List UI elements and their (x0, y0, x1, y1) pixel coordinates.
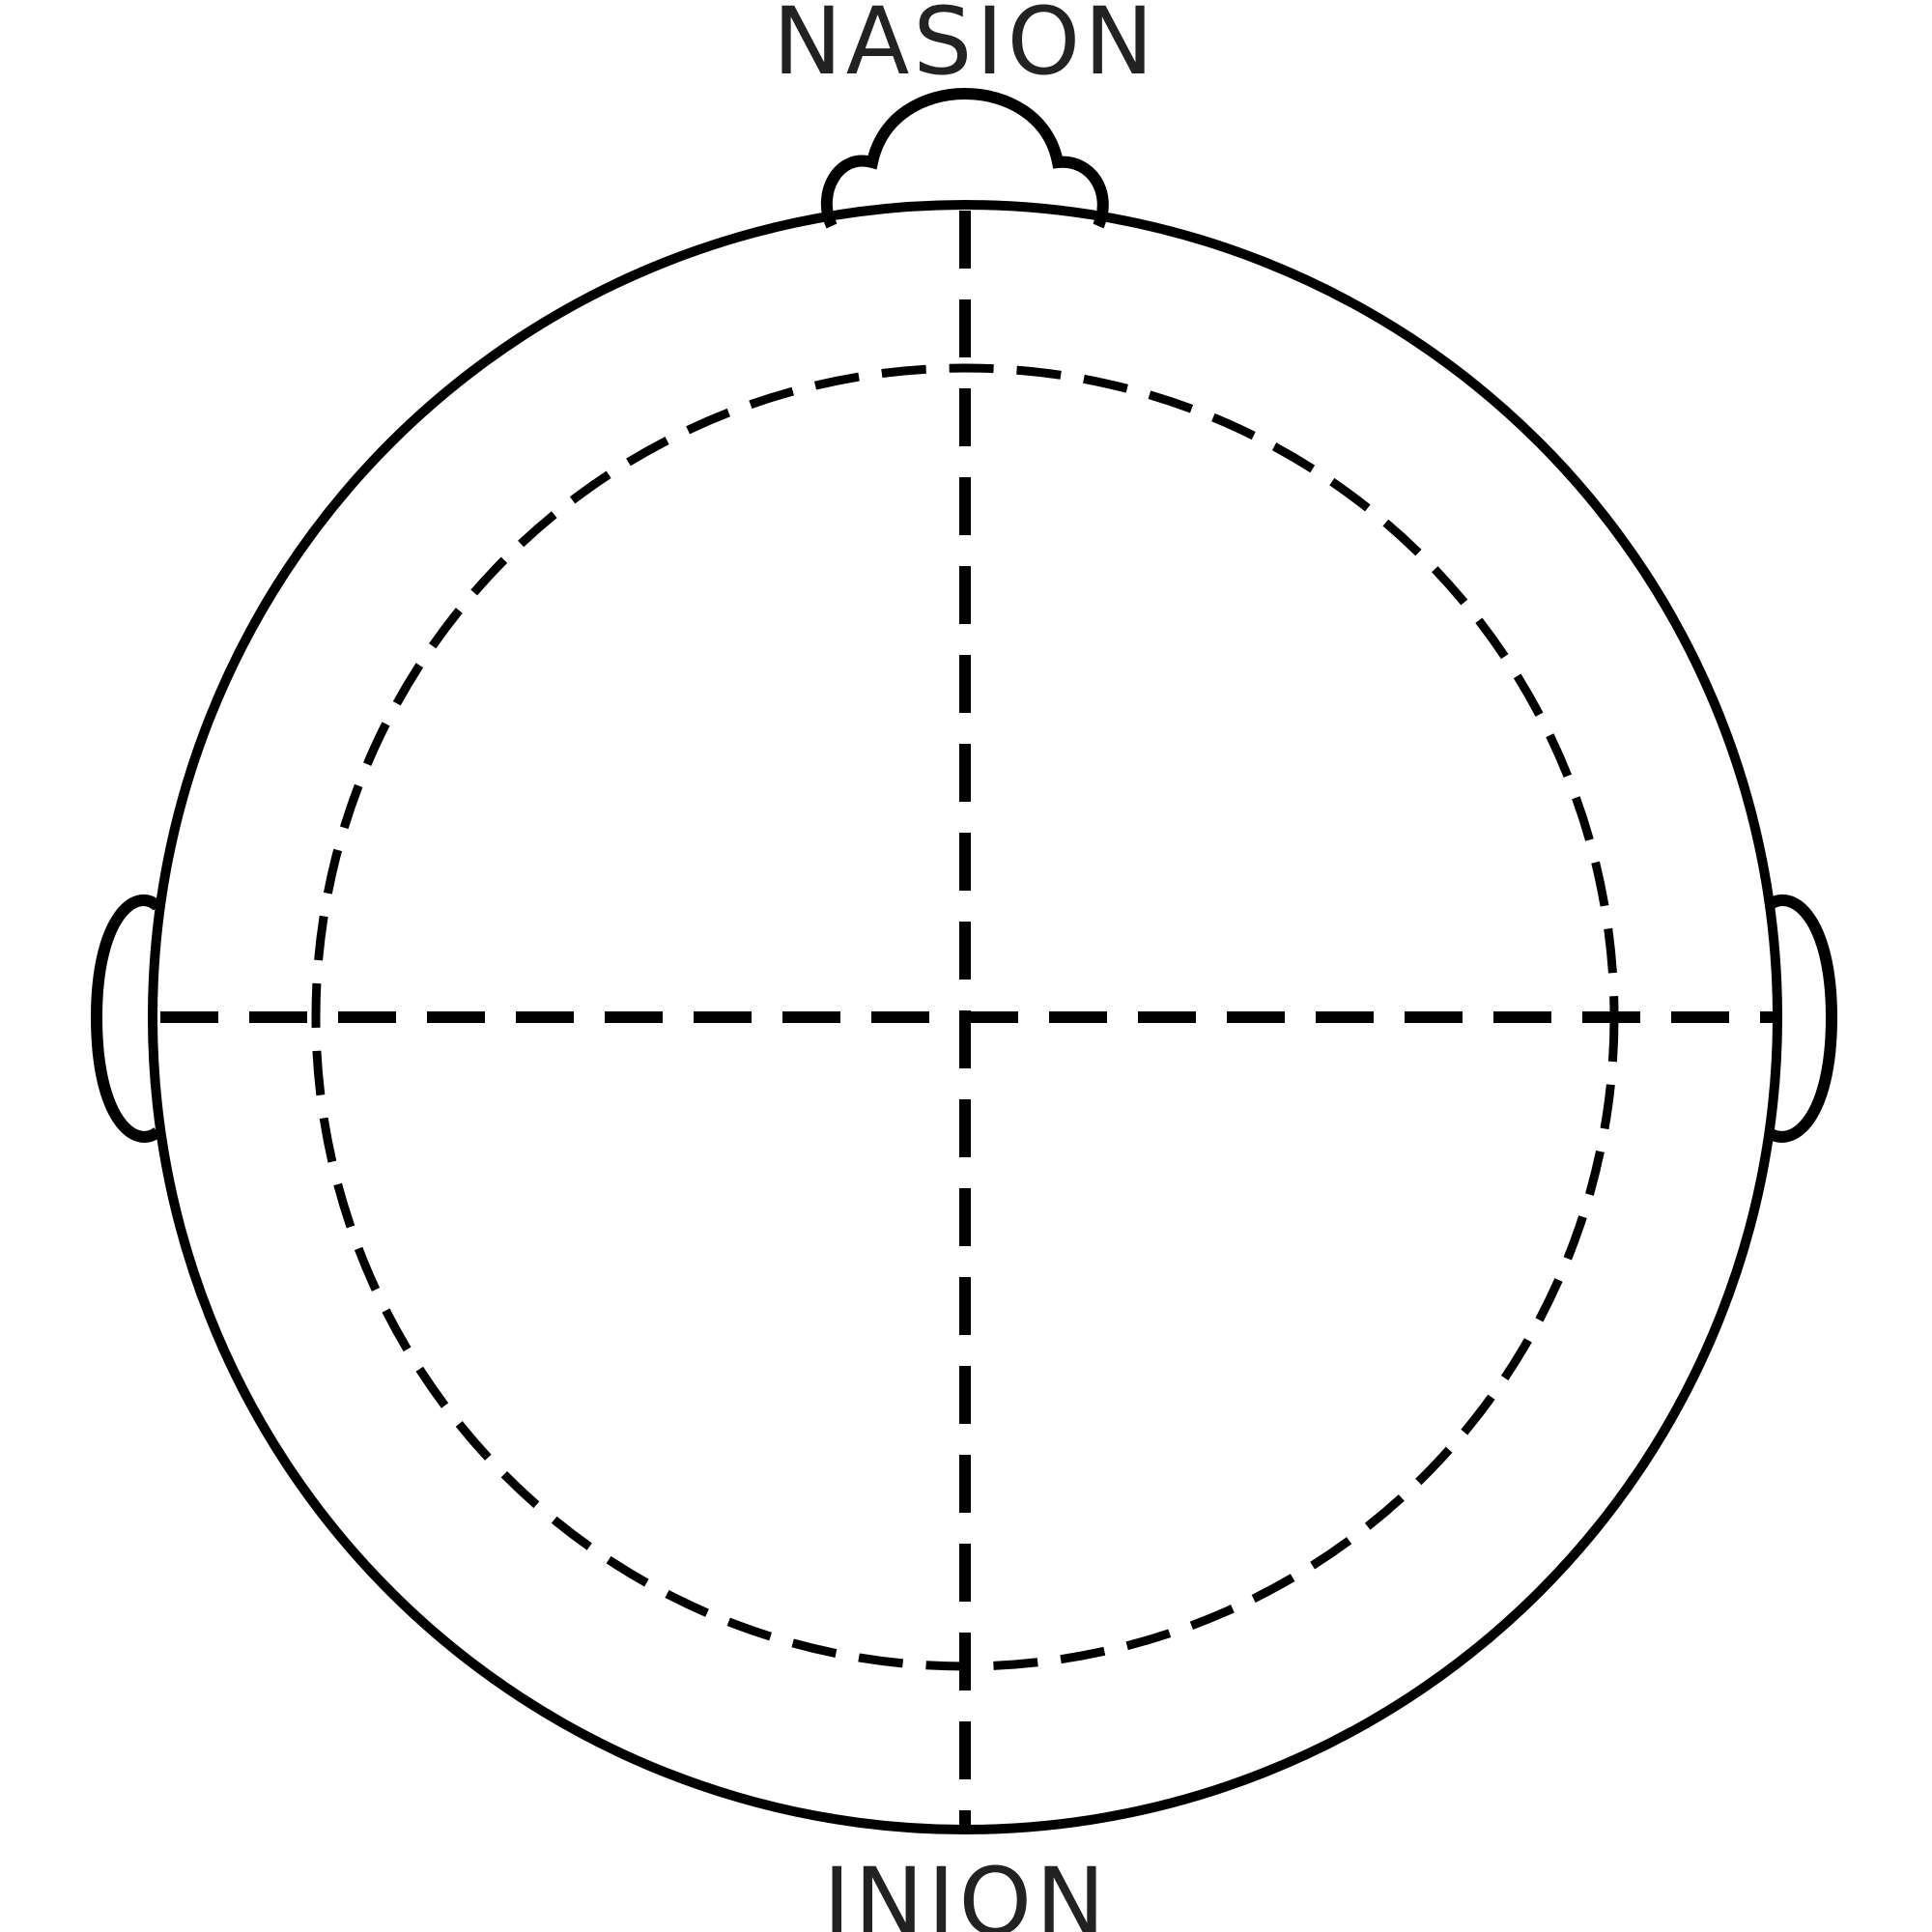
left-ear-outline (90, 895, 162, 1143)
nose-outline (820, 87, 1109, 229)
right-ear-outline (1764, 895, 1838, 1143)
head-outline (148, 200, 1782, 1834)
inion-label: INION (823, 1848, 1109, 1932)
nasion-label: NASION (773, 0, 1157, 96)
